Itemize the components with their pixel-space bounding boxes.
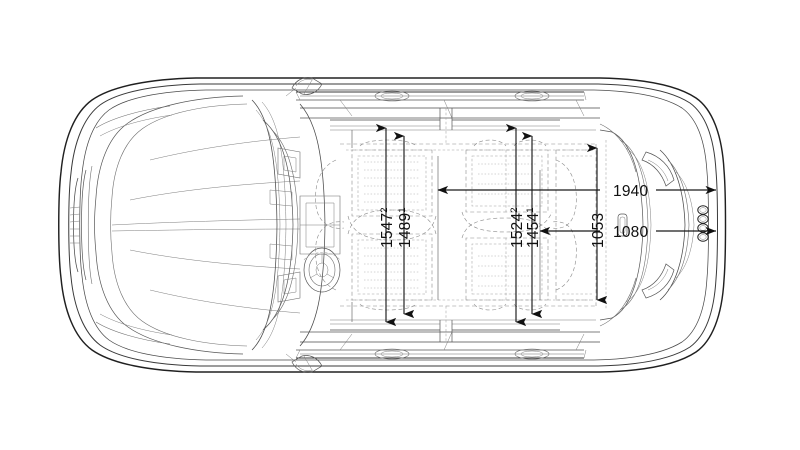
front-grille	[69, 206, 81, 244]
tail-light-top	[641, 151, 675, 187]
tail-light-bottom	[641, 263, 675, 299]
side-mirror-top	[285, 77, 323, 97]
dimension-labels: 15472 14891 15242 14541 1053 1940 1080	[379, 183, 648, 248]
vehicle-body-outline	[58, 77, 727, 373]
side-mirror-bottom	[285, 353, 323, 373]
hatch-handle	[617, 213, 628, 237]
roof-rail-bottom	[295, 331, 587, 360]
rear-hatch-assembly	[599, 123, 709, 327]
audi-rings-badge	[697, 205, 709, 242]
roof-rail-top	[295, 90, 587, 119]
label-front-track-1547: 15472	[379, 207, 396, 248]
label-cargo-width-1053: 1053	[590, 213, 607, 248]
label-cargo-opening-1080: 1080	[613, 224, 648, 241]
label-front-track-1489: 14891	[397, 207, 414, 248]
label-rear-track-1454: 14541	[525, 207, 542, 248]
interior-dashboard-area	[262, 119, 341, 331]
label-rear-track-1524: 15242	[509, 207, 526, 248]
hood-and-front-fascia	[69, 95, 301, 355]
steering-wheel	[303, 247, 341, 293]
label-overall-width-1940: 1940	[613, 183, 648, 200]
cabin-interior-hidden-geometry	[315, 139, 597, 311]
roof-panel	[300, 107, 600, 343]
